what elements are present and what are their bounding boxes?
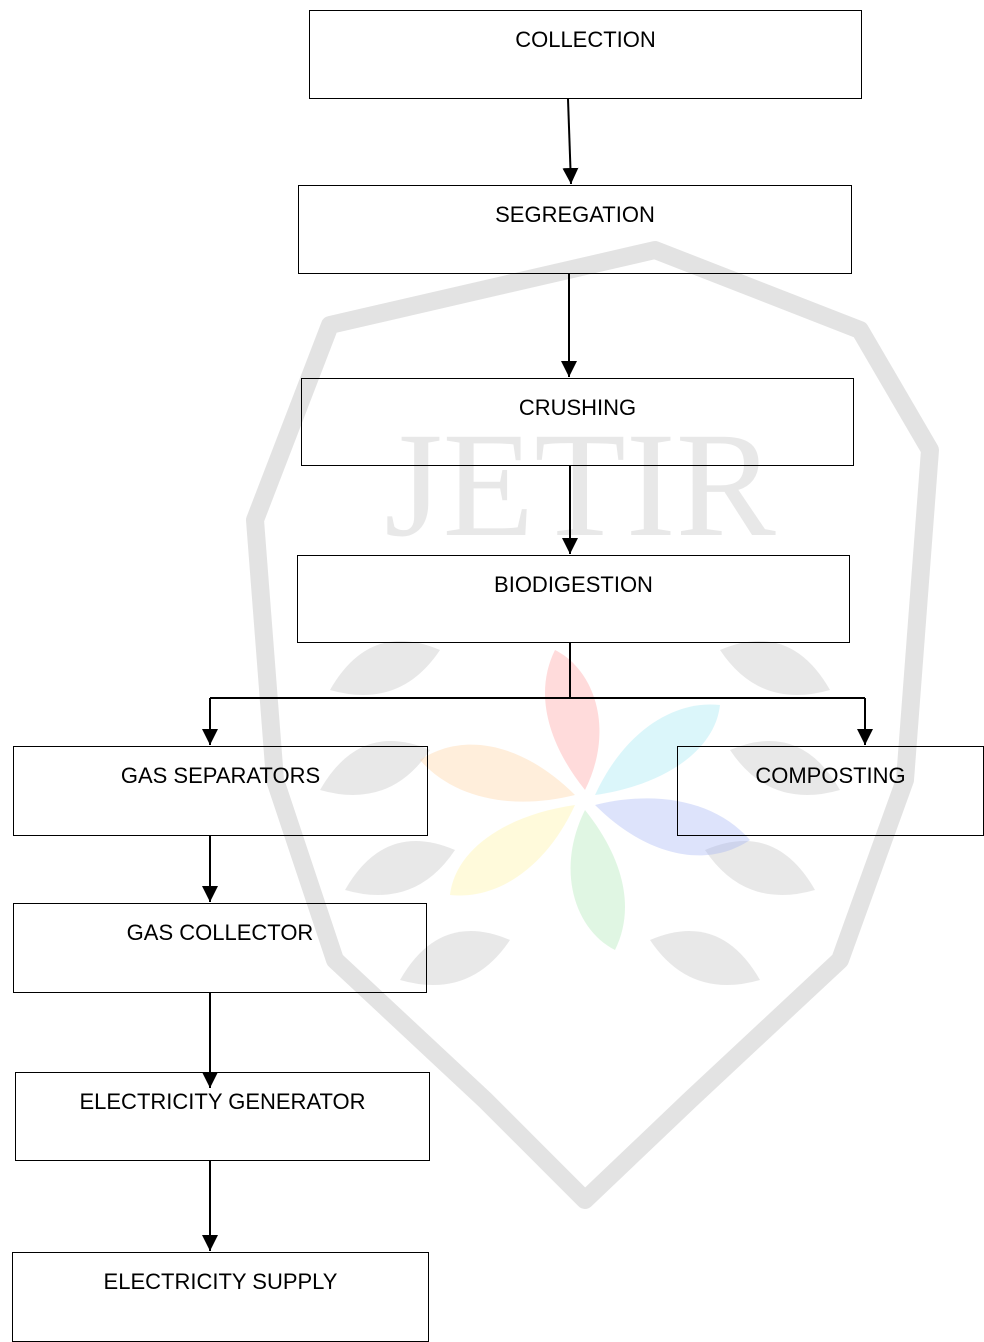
step-crushing-label: CRUSHING xyxy=(518,395,637,420)
step-segregation: SEGREGATION xyxy=(298,185,852,274)
step-collection-label: COLLECTION xyxy=(515,27,656,52)
step-electricity-generator: ELECTRICITY GENERATOR xyxy=(15,1072,430,1161)
step-gas-separators: GAS SEPARATORS xyxy=(13,746,428,836)
step-electricity-supply: ELECTRICITY SUPPLY xyxy=(12,1252,429,1342)
watermark-text: JETIR xyxy=(384,402,776,568)
step-composting: COMPOSTING xyxy=(677,746,984,836)
step-segregation-label: SEGREGATION xyxy=(495,202,655,227)
step-electricity-supply-label: ELECTRICITY SUPPLY xyxy=(103,1269,338,1294)
step-composting-label: COMPOSTING xyxy=(755,763,906,788)
step-biodigestion-label: BIODIGESTION xyxy=(494,572,653,597)
step-gas-collector: GAS COLLECTOR xyxy=(13,903,427,993)
step-collection: COLLECTION xyxy=(309,10,862,99)
step-biodigestion: BIODIGESTION xyxy=(297,555,850,643)
step-gas-separators-label: GAS SEPARATORS xyxy=(120,763,321,788)
step-electricity-generator-label: ELECTRICITY GENERATOR xyxy=(79,1089,366,1114)
step-gas-collector-label: GAS COLLECTOR xyxy=(126,920,314,945)
arrow-collection-segregation xyxy=(562,98,579,185)
step-crushing: CRUSHING xyxy=(301,378,854,466)
